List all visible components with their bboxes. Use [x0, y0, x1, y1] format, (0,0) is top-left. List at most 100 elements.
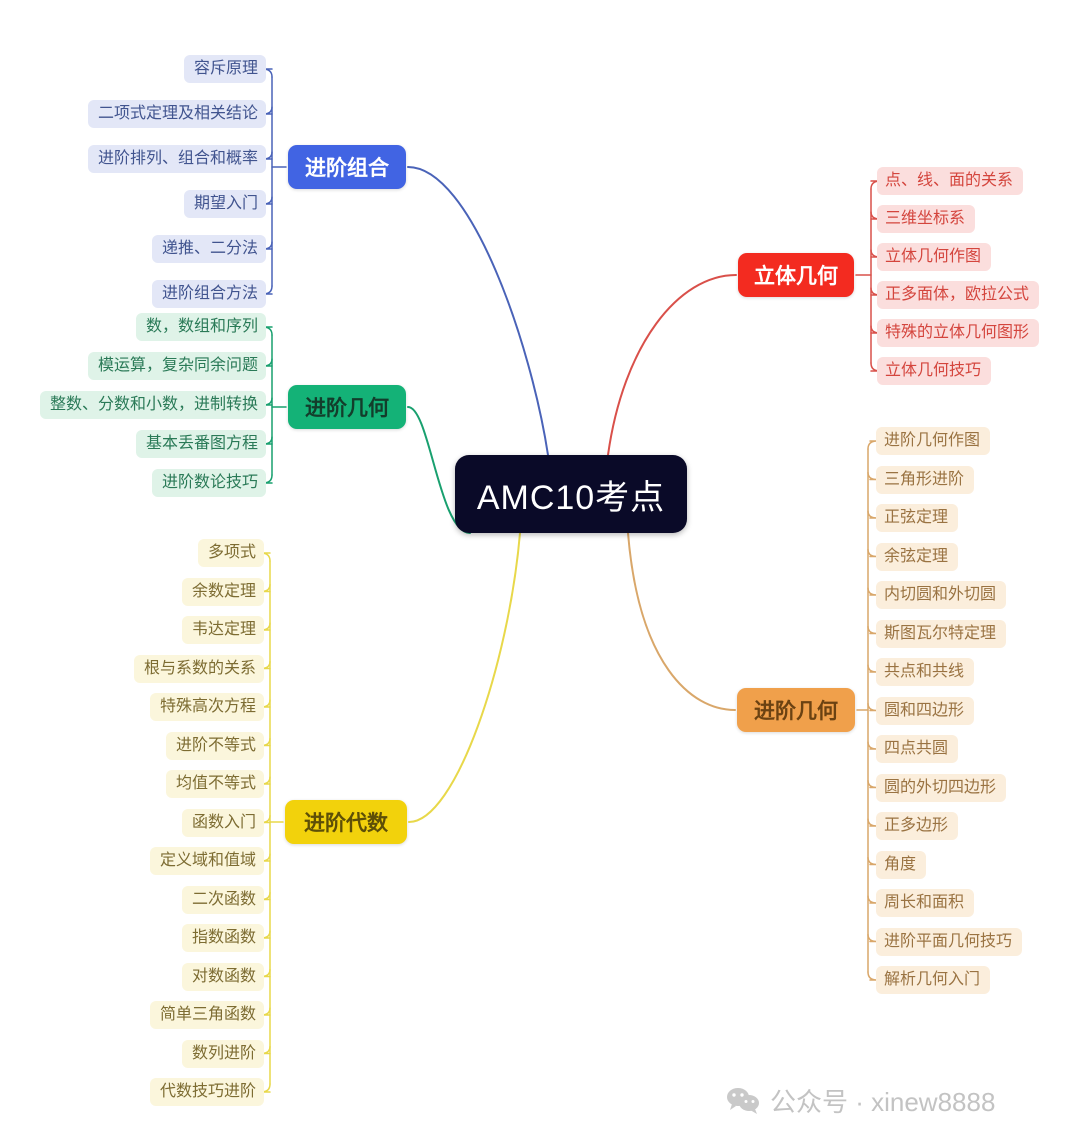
leaf-node-label: 三维坐标系: [885, 210, 966, 227]
leaf-node-label: 进阶数论技巧: [161, 474, 258, 491]
branch-node-label: 进阶代数: [304, 812, 388, 835]
leaf-node-label: 数，数组和序列: [145, 318, 258, 335]
leaf-node[interactable]: 二项式定理及相关结论: [88, 100, 266, 128]
leaf-node[interactable]: 递推、二分法: [152, 235, 266, 263]
leaf-node[interactable]: 圆的外切四边形: [876, 773, 1006, 802]
leaf-node-label: 正多面体，欧拉公式: [885, 286, 1030, 303]
leaf-node-label: 韦达定理: [191, 621, 256, 638]
leaf-node-label: 进阶排列、组合和概率: [97, 150, 258, 167]
leaf-node-label: 正弦定理: [884, 509, 949, 526]
leaf-node[interactable]: 数列进阶: [182, 1039, 264, 1068]
branch-node-number-theory[interactable]: 进阶几何: [288, 385, 406, 429]
leaf-node-label: 简单三角函数: [159, 1006, 256, 1023]
leaf-node[interactable]: 进阶平面几何技巧: [876, 927, 1022, 956]
leaf-node[interactable]: 特殊的立体几何图形: [877, 319, 1039, 347]
leaf-node[interactable]: 进阶组合方法: [152, 280, 266, 308]
leaf-node-label: 周长和面积: [884, 894, 965, 911]
leaf-node[interactable]: 二次函数: [182, 885, 264, 914]
leaf-node[interactable]: 根与系数的关系: [134, 654, 264, 683]
leaf-node[interactable]: 基本丢番图方程: [136, 430, 266, 458]
branch-node-label: 进阶几何: [754, 700, 838, 723]
leaf-node-label: 模运算，复杂同余问题: [97, 357, 258, 374]
leaf-node[interactable]: 进阶不等式: [166, 731, 264, 760]
leaf-node-label: 多项式: [207, 544, 256, 561]
leaf-node[interactable]: 周长和面积: [876, 889, 974, 917]
leaf-node[interactable]: 四点共圆: [876, 735, 958, 763]
leaf-node[interactable]: 圆和四边形: [876, 696, 974, 725]
leaf-node[interactable]: 正弦定理: [876, 504, 958, 532]
leaf-node-label: 立体几何作图: [885, 248, 982, 265]
leaf-node[interactable]: 正多边形: [876, 812, 958, 840]
leaf-node[interactable]: 余数定理: [182, 577, 264, 606]
central-node-label: AMC10考点: [476, 478, 666, 517]
leaf-node-label: 指数函数: [191, 929, 256, 946]
branch-node-combinatorics[interactable]: 进阶组合: [288, 145, 406, 189]
watermark-text: 公众号 · xinew8888: [770, 1087, 996, 1117]
leaf-node[interactable]: 定义域和值域: [150, 847, 264, 875]
leaf-node-label: 代数技巧进阶: [159, 1083, 256, 1100]
leaf-node-label: 进阶平面几何技巧: [884, 932, 1013, 950]
leaf-node-label: 定义域和值域: [159, 852, 256, 869]
leaf-node-label: 对数函数: [191, 967, 256, 985]
leaf-node[interactable]: 角度: [876, 850, 926, 879]
leaf-node[interactable]: 期望入门: [184, 190, 266, 218]
leaf-node-label: 正多边形: [884, 817, 949, 834]
branch-node-solid-geometry[interactable]: 立体几何: [738, 253, 854, 297]
leaf-node[interactable]: 三维坐标系: [877, 205, 975, 233]
leaf-node[interactable]: 容斥原理: [184, 55, 266, 83]
branch-node-label: 进阶组合: [305, 157, 389, 180]
leaf-node-label: 均值不等式: [175, 775, 256, 792]
leaf-node[interactable]: 特殊高次方程: [150, 693, 264, 721]
branch-node-algebra[interactable]: 进阶代数: [285, 800, 407, 844]
leaf-node[interactable]: 对数函数: [182, 962, 264, 991]
leaf-node[interactable]: 点、线、面的关系: [877, 167, 1023, 195]
leaf-node[interactable]: 进阶几何作图: [876, 427, 990, 455]
leaf-node[interactable]: 均值不等式: [166, 770, 264, 798]
leaf-node[interactable]: 多项式: [198, 539, 264, 567]
leaf-node-label: 整数、分数和小数，进制转换: [49, 396, 258, 413]
leaf-node-label: 圆和四边形: [884, 701, 965, 719]
leaf-node-label: 三角形进阶: [884, 470, 965, 488]
leaf-node[interactable]: 数，数组和序列: [136, 313, 266, 341]
leaf-node-label: 二次函数: [191, 890, 256, 908]
branch-node-plane-geometry[interactable]: 进阶几何: [737, 688, 855, 732]
leaf-node-label: 角度: [884, 855, 917, 873]
leaf-node-label: 内切圆和外切圆: [884, 586, 997, 603]
central-node[interactable]: AMC10考点: [455, 455, 687, 533]
leaf-node-label: 共点和共线: [884, 663, 965, 680]
leaf-node[interactable]: 指数函数: [182, 924, 264, 952]
leaf-node-label: 进阶组合方法: [161, 285, 258, 302]
leaf-node[interactable]: 立体几何技巧: [877, 357, 991, 385]
leaf-node[interactable]: 进阶排列、组合和概率: [88, 145, 266, 173]
leaf-node[interactable]: 韦达定理: [182, 616, 264, 644]
leaf-node-label: 数列进阶: [191, 1044, 256, 1062]
watermark: 公众号 · xinew8888: [726, 1082, 995, 1119]
leaf-node-label: 期望入门: [193, 195, 258, 212]
leaf-node-label: 容斥原理: [193, 60, 258, 77]
leaf-node[interactable]: 余弦定理: [876, 542, 958, 571]
leaf-node[interactable]: 模运算，复杂同余问题: [88, 352, 266, 380]
leaf-node[interactable]: 立体几何作图: [877, 243, 991, 271]
leaf-node-label: 进阶几何作图: [884, 432, 981, 449]
leaf-node-label: 函数入门: [191, 813, 256, 831]
leaf-node-label: 四点共圆: [884, 740, 949, 757]
leaf-node[interactable]: 函数入门: [182, 808, 264, 837]
leaf-node[interactable]: 进阶数论技巧: [152, 469, 266, 497]
leaf-node-label: 点、线、面的关系: [885, 172, 1014, 189]
leaf-node-label: 余弦定理: [884, 547, 949, 565]
leaf-node[interactable]: 共点和共线: [876, 658, 974, 686]
leaf-node[interactable]: 简单三角函数: [150, 1001, 264, 1029]
leaf-node[interactable]: 正多面体，欧拉公式: [877, 281, 1039, 309]
branch-node-label: 进阶几何: [305, 397, 389, 420]
leaf-node[interactable]: 三角形进阶: [876, 465, 974, 494]
leaf-node[interactable]: 整数、分数和小数，进制转换: [40, 391, 266, 419]
leaf-node-label: 立体几何技巧: [885, 362, 982, 379]
leaf-node-label: 圆的外切四边形: [884, 778, 997, 796]
leaf-node-label: 余数定理: [191, 582, 256, 600]
leaf-node[interactable]: 斯图瓦尔特定理: [876, 619, 1006, 648]
leaf-node-label: 基本丢番图方程: [145, 435, 258, 452]
leaf-node[interactable]: 解析几何入门: [876, 966, 990, 994]
leaf-node[interactable]: 代数技巧进阶: [150, 1078, 264, 1106]
leaf-node[interactable]: 内切圆和外切圆: [876, 581, 1006, 609]
